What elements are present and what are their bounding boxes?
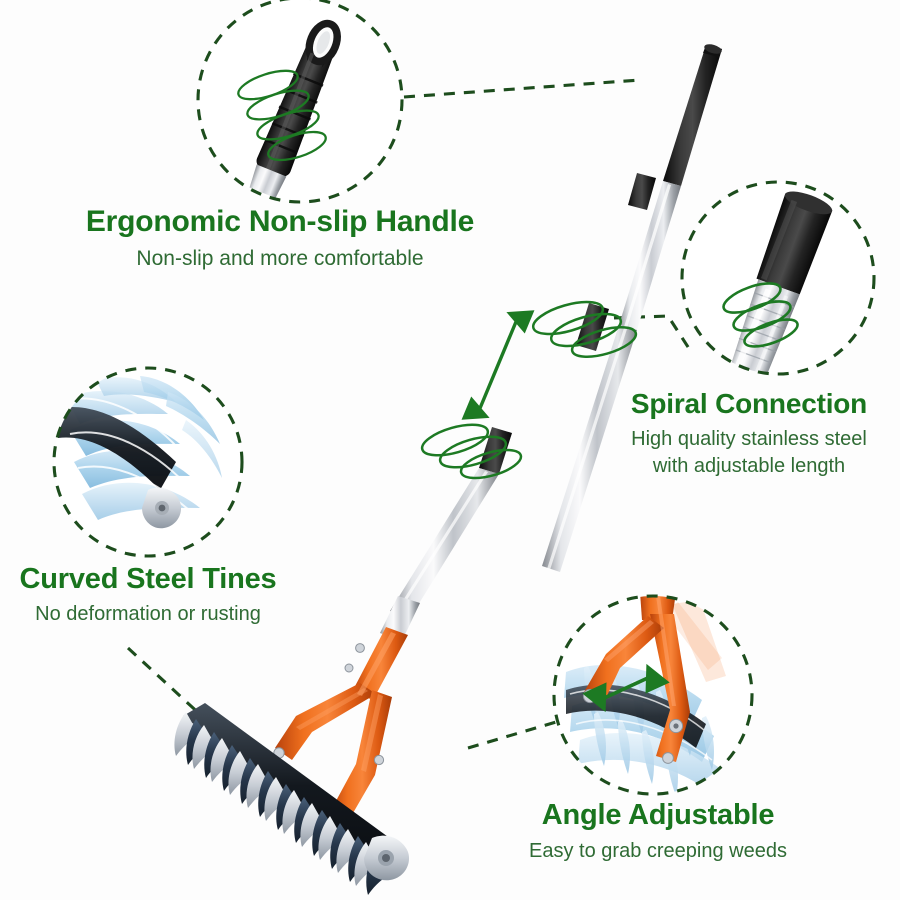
inset-spiral-ring [680,180,876,376]
leader-line-handle [403,78,641,99]
rake-end-cap [364,835,410,881]
leader-line-angle [467,720,557,750]
pole-segment-2 [542,325,637,572]
tines-bolt [142,487,182,529]
inset-handle-ring [196,0,404,204]
inset-handle [196,0,404,204]
leader-line-tines [126,646,232,744]
pole-collar-1 [628,173,656,210]
connector-spiral-rings [722,282,799,348]
inset-angle [552,594,754,796]
pole-segment-1 [619,181,681,330]
orange-bracket [273,627,408,821]
inset-tines-ring [52,366,244,558]
inset-tines [52,366,244,558]
rake-tines [174,712,392,895]
inset-angle-ring [552,594,754,796]
inset-spiral [680,180,876,376]
angle-adjust-arrow [582,663,670,713]
handle-spiral-rings [237,69,327,162]
rake-head [174,703,410,895]
rake-bar [183,703,406,869]
leader-line-spiral [613,314,692,351]
pole-top-grip [663,44,722,186]
bracket-left-arm [275,683,376,760]
bracket-right-arm [330,690,392,820]
length-adjust-arrow [461,310,535,420]
leader-lines [126,78,692,750]
spiral-annotation-lower [420,423,523,480]
